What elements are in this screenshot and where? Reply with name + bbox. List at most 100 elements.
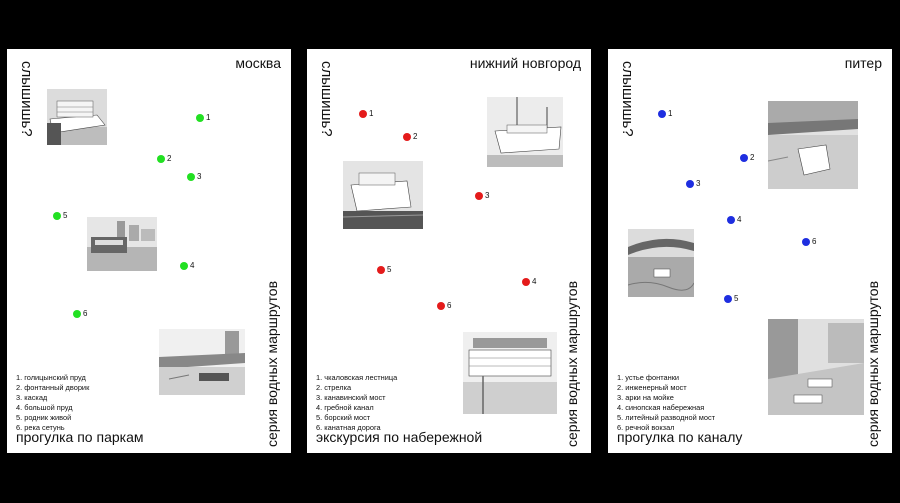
side-tag: слышишь? (614, 61, 640, 171)
point-number: 4 (190, 261, 195, 270)
series-label: серия водных маршрутов (259, 259, 285, 447)
route-point[interactable]: 4 (727, 216, 741, 224)
point-dot (740, 154, 748, 162)
route-point[interactable]: 2 (403, 133, 417, 141)
legend-item: 1. чкаловская лестница (316, 373, 398, 382)
route-point[interactable]: 5 (377, 266, 391, 274)
point-dot (802, 238, 810, 246)
photo-canal-boat (768, 101, 858, 189)
city-title: нижний новгород (469, 55, 581, 71)
route-point[interactable]: 6 (437, 302, 451, 310)
side-tag: слышишь? (313, 61, 339, 171)
legend-item: 5. борский мост (316, 413, 371, 422)
route-point[interactable]: 6 (73, 310, 87, 318)
point-number: 1 (369, 109, 374, 118)
legend-item: 5. родник живой (16, 413, 72, 422)
point-dot (686, 180, 694, 188)
route-point[interactable]: 5 (724, 295, 738, 303)
point-dot (727, 216, 735, 224)
route-point[interactable]: 6 (802, 238, 816, 246)
tag-text: слышишь? (18, 61, 35, 137)
point-number: 3 (485, 191, 490, 200)
photo-river-embankment (159, 329, 245, 395)
legend-item: 2. стрелка (316, 383, 352, 392)
poster-piter: слышишь? питер 1 2 3 4 5 6 1. устье фонт… (608, 49, 892, 453)
point-dot (658, 110, 666, 118)
legend-item: 3. арки на мойке (617, 393, 674, 402)
point-number: 1 (668, 109, 673, 118)
city-title: питер (844, 55, 882, 71)
legend-item: 1. устье фонтанки (617, 373, 680, 382)
side-tag: слышишь? (13, 61, 39, 171)
photo-pier (463, 332, 557, 414)
route-point[interactable]: 3 (187, 173, 201, 181)
legend-item: 6. река сетунь (16, 423, 65, 432)
legend-item: 4. синопская набережная (617, 403, 705, 412)
point-number: 2 (167, 154, 172, 163)
point-number: 6 (83, 309, 88, 318)
point-dot (180, 262, 188, 270)
point-number: 3 (197, 172, 202, 181)
point-dot (73, 310, 81, 318)
point-dot (359, 110, 367, 118)
route-title: экскурсия по набережной (316, 429, 483, 445)
point-dot (157, 155, 165, 163)
route-point[interactable]: 3 (475, 192, 489, 200)
route-title: прогулка по паркам (16, 429, 144, 445)
point-dot (53, 212, 61, 220)
point-number: 5 (734, 294, 739, 303)
tag-text: слышишь? (619, 61, 636, 137)
point-dot (187, 173, 195, 181)
point-dot (475, 192, 483, 200)
route-point[interactable]: 3 (686, 180, 700, 188)
route-point[interactable]: 5 (53, 212, 67, 220)
route-legend: 1. голицынский пруд 2. фонтанный дворик … (16, 373, 89, 433)
series-text: серия водных маршрутов (564, 280, 580, 447)
point-dot (522, 278, 530, 286)
series-text: серия водных маршрутов (865, 280, 881, 447)
route-legend: 1. чкаловская лестница 2. стрелка 3. кан… (316, 373, 397, 433)
legend-item: 6. канатная дорога (316, 423, 381, 432)
point-dot (724, 295, 732, 303)
route-title: прогулка по каналу (617, 429, 743, 445)
poster-nizhny-novgorod: слышишь? нижний новгород 1 2 3 4 5 6 1. … (307, 49, 591, 453)
legend-item: 2. инженерный мост (617, 383, 687, 392)
route-point[interactable]: 2 (157, 155, 171, 163)
poster-moscow: слышишь? москва 1 2 3 4 5 6 1. голицынск… (7, 49, 291, 453)
route-point[interactable]: 1 (658, 110, 672, 118)
point-number: 5 (63, 211, 68, 220)
photo-ship (47, 89, 107, 145)
legend-item: 4. гребной канал (316, 403, 374, 412)
photo-ship-masts (487, 97, 563, 167)
point-number: 2 (413, 132, 418, 141)
tag-text: слышишь? (318, 61, 335, 137)
route-point[interactable]: 2 (740, 154, 754, 162)
legend-item: 3. канавинский мост (316, 393, 386, 402)
legend-item: 1. голицынский пруд (16, 373, 86, 382)
route-point[interactable]: 1 (359, 110, 373, 118)
legend-item: 6. речной вокзал (617, 423, 675, 432)
route-legend: 1. устье фонтанки 2. инженерный мост 3. … (617, 373, 715, 433)
series-text: серия водных маршрутов (264, 280, 280, 447)
legend-item: 3. каскад (16, 393, 48, 402)
point-number: 3 (696, 179, 701, 188)
point-dot (437, 302, 445, 310)
point-dot (196, 114, 204, 122)
photo-canal-boats (768, 319, 864, 415)
photo-bridge-water (628, 229, 694, 297)
point-dot (377, 266, 385, 274)
point-number: 1 (206, 113, 211, 122)
point-number: 4 (532, 277, 537, 286)
photo-ship-dock (343, 161, 423, 229)
route-point[interactable]: 4 (180, 262, 194, 270)
route-point[interactable]: 1 (196, 114, 210, 122)
point-number: 2 (750, 153, 755, 162)
series-label: серия водных маршрутов (860, 259, 886, 447)
series-label: серия водных маршрутов (559, 259, 585, 447)
legend-item: 5. литейный разводной мост (617, 413, 716, 422)
photo-boat-city (87, 217, 157, 271)
city-title: москва (235, 55, 281, 71)
route-point[interactable]: 4 (522, 278, 536, 286)
legend-item: 2. фонтанный дворик (16, 383, 90, 392)
point-number: 6 (447, 301, 452, 310)
